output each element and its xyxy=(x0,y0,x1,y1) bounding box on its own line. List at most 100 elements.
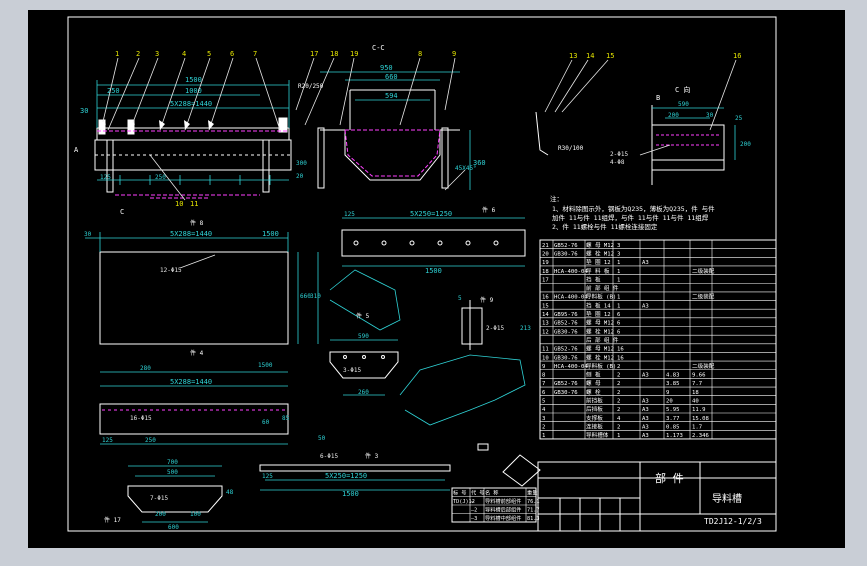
section-hidden xyxy=(344,129,441,177)
bom-cell-no: 20 xyxy=(542,251,549,257)
bom-cell-no: 11 xyxy=(542,347,549,353)
bom-cell-code: GB52-76 xyxy=(554,321,578,327)
bom-cell-name: 挡 板 14 xyxy=(586,301,611,309)
dim-c-25: 25 xyxy=(735,115,743,122)
dim-main-span: 1000 xyxy=(185,87,202,95)
assembly-header-cell: 代 号 xyxy=(471,489,485,497)
main-balloons: 1 2 3 4 5 6 7 10 11 xyxy=(115,50,257,208)
balloon-1: 1 xyxy=(115,50,119,58)
bom-cell-qty: 2 xyxy=(617,373,620,379)
bom-cell-mat: A3 xyxy=(642,433,649,439)
dim-main-30: 30 xyxy=(80,107,88,115)
plate-part6-label: 件 6 xyxy=(482,206,496,214)
bom-cell-w: 20 xyxy=(666,399,673,405)
balloon-6: 6 xyxy=(230,50,234,58)
dim-p17-48: 48 xyxy=(226,489,234,496)
section-dims xyxy=(320,71,471,190)
dim-p3-250: 250 xyxy=(145,437,156,444)
balloon-10: 10 xyxy=(175,200,183,208)
dim-p3-280: 280 xyxy=(140,365,151,372)
balloon-11: 11 xyxy=(190,200,198,208)
bom-cell-qty: 1 xyxy=(617,303,620,309)
part9-label: 件 9 xyxy=(480,296,494,304)
bom-cell-no: 17 xyxy=(542,277,549,283)
bom-cell-no: 18 xyxy=(542,269,549,275)
bom-cell-mat: A3 xyxy=(642,303,649,309)
dim-c-200h: 200 xyxy=(740,141,751,148)
balloon-18: 18 xyxy=(330,50,338,58)
bom-cell-no: 16 xyxy=(542,295,549,301)
bom-cell-t: 15.08 xyxy=(692,416,709,422)
bom-cell-name: 螺 母 M12 xyxy=(586,345,614,353)
small-rotated-part xyxy=(477,443,541,487)
bom-cell-code: GB95-76 xyxy=(554,312,578,318)
p1-leader xyxy=(179,254,216,269)
part7-label: 件 3 xyxy=(365,452,379,460)
dim-main-250b: 250 xyxy=(155,174,166,181)
bom-cell-code: GB52-76 xyxy=(554,381,578,387)
plate-part8-dims xyxy=(85,232,319,344)
assembly-cell-d: 81.3 xyxy=(527,516,540,522)
plate-part8 xyxy=(99,251,289,345)
bom-cell-qty: 1 xyxy=(617,260,620,266)
bom-cell-no: 1 xyxy=(542,433,545,439)
dim-p17-600: 600 xyxy=(168,524,179,531)
bom-cell-code: HCA-400-04 xyxy=(554,295,588,301)
dim-p1-holes: 12-Φ15 xyxy=(160,267,182,274)
bom-cell-no: 14 xyxy=(542,312,549,318)
section-title: C-C xyxy=(372,44,385,52)
notes-line3: 2、件 11螺栓与件 11螺栓连接固定 xyxy=(552,222,658,231)
dim-p1-height2: 310 xyxy=(310,293,321,300)
c-view-dims xyxy=(652,107,736,160)
bom-cell-t: 2.346 xyxy=(692,433,709,439)
bom-cell-no: 2 xyxy=(542,424,545,430)
balloon-7: 7 xyxy=(253,50,257,58)
bom-cell-name: 螺 栓 M12 xyxy=(586,249,614,257)
bom-cell-w: 3.77 xyxy=(666,416,679,422)
bom-cell-name: 螺 母 xyxy=(586,379,601,387)
dim-p9-213: 213 xyxy=(520,325,531,332)
bom-cell-no: 7 xyxy=(542,381,545,387)
dim-sec-594: 594 xyxy=(385,92,398,100)
dim-p5-590: 590 xyxy=(358,333,369,340)
dim-c-30: 30 xyxy=(706,112,714,119)
plate-part6-dims xyxy=(342,217,525,267)
bom-cell-mat: A3 xyxy=(642,373,649,379)
balloon-9: 9 xyxy=(452,50,456,58)
bom-cell-mat: A3 xyxy=(642,416,649,422)
notes-line2: 加件 11与件 11组焊，与件 11与件 11与件 11组焊 xyxy=(552,213,709,222)
dim-p9-5: 5 xyxy=(458,295,462,302)
bom-cell-name: 后 部 组 件 xyxy=(586,336,619,344)
bom-cell-name: 导料板 (B) xyxy=(586,362,616,370)
assembly-header-cell: 重量 xyxy=(527,489,537,497)
bom-cell-qty: 2 xyxy=(617,390,620,396)
dim-p2-width: 1500 xyxy=(425,267,442,275)
dim-p3-85: 85 xyxy=(282,415,290,422)
dim-strip-holes: 6-Φ15 xyxy=(320,453,338,460)
notes-line1: 1、材料除图示外，钢板为Q235，薄板为Q235，件 与件 xyxy=(552,204,715,213)
bom-cell-w: 0.85 xyxy=(666,424,679,430)
bom-cell-qty: 2 xyxy=(617,424,620,430)
dim-main-overall: 1500 xyxy=(185,76,202,84)
main-elevation-hidden xyxy=(97,130,289,199)
dim-c-200: 200 xyxy=(668,112,679,119)
bom-cell-code: GB30-76 xyxy=(554,390,578,396)
dim-c-590: 590 xyxy=(678,101,689,108)
dim-c-holes2: 4-Φ8 xyxy=(610,159,625,166)
dim-p3-60: 60 xyxy=(262,419,270,426)
assembly-cell-a: TD(J)12 xyxy=(453,499,475,505)
dim-main-angle: R20/250 xyxy=(298,83,324,90)
bom-cell-name: 前 部 组 件 xyxy=(586,284,619,292)
view-b-title: B xyxy=(656,94,660,102)
dim-p1-30: 30 xyxy=(84,231,92,238)
assembly-cell-c: 导料槽中部组件 xyxy=(485,514,521,522)
c-view-leaders xyxy=(544,59,737,156)
bom-cell-w: 5.95 xyxy=(666,407,679,413)
assembly-header-cell: 名 称 xyxy=(485,489,499,497)
dim-p3-top: 5X288=1440 xyxy=(170,378,212,386)
bom-cell-no: 4 xyxy=(542,407,546,413)
dim-p3-w1500: 1500 xyxy=(258,362,273,369)
dim-c-holes: 2-Φ15 xyxy=(610,151,628,158)
bom-cell-qty: 2 xyxy=(617,381,620,387)
